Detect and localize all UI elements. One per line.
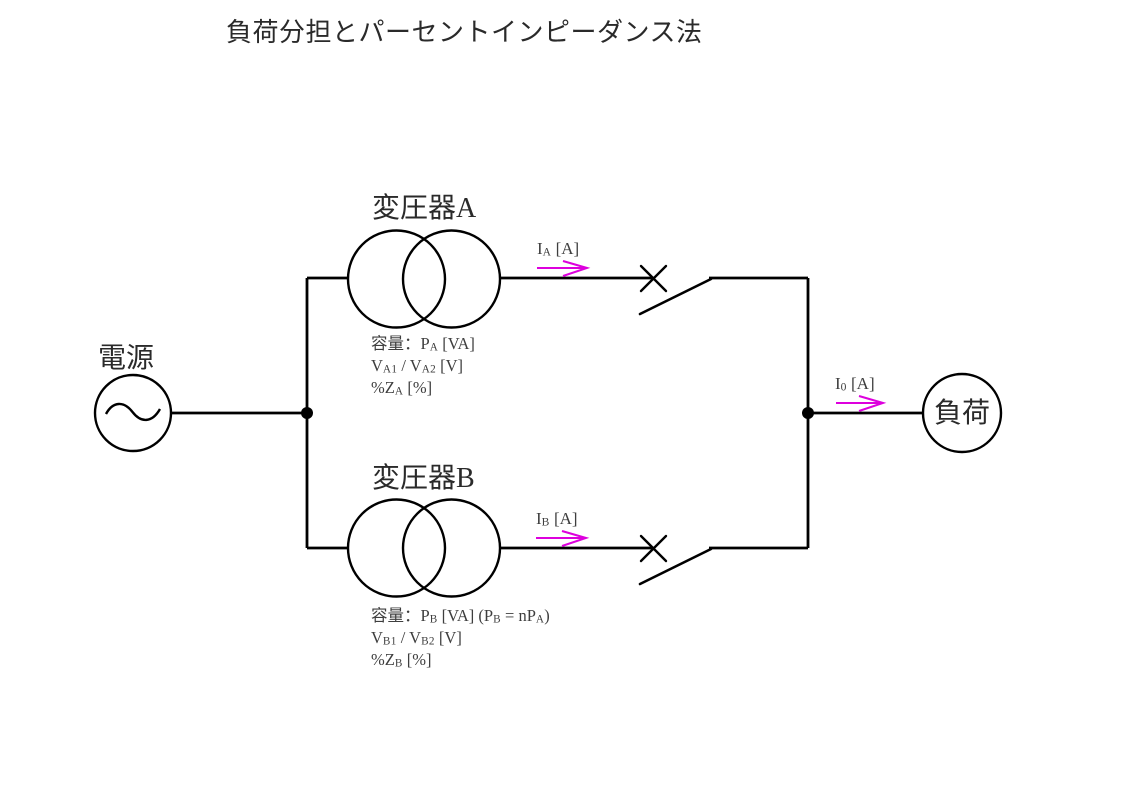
source-symbol: [93, 373, 173, 453]
transformer-a-symbol: [346, 229, 502, 329]
load-circle: [921, 372, 1003, 454]
transformer-b-primary-circle: [346, 498, 447, 598]
switch-a: [638, 264, 713, 316]
source-label: 電源: [98, 343, 155, 374]
junction-dot-left: [301, 407, 313, 419]
text-segment: V: [371, 356, 383, 375]
current-arrow-out-head: [858, 395, 887, 412]
text-segment: [A]: [846, 374, 875, 393]
switch-a-contact-x-icon: [639, 264, 668, 293]
load-label: 負荷: [934, 398, 991, 429]
current-arrow-b-head: [561, 530, 590, 547]
current-arrow-b: [536, 530, 590, 547]
current-arrow-out: [836, 395, 887, 412]
subscript: B: [541, 515, 550, 529]
text-segment: I: [537, 239, 543, 258]
subscript: B2: [421, 635, 435, 648]
text-segment: 容量：P: [371, 334, 430, 353]
transformer-a-spec-capacity: 容量：PA [VA]: [371, 333, 475, 355]
text-segment: / V: [396, 628, 422, 647]
transformer-b-symbol: [346, 498, 502, 598]
subscript: A: [542, 245, 552, 259]
subscript: A1: [382, 363, 398, 376]
current-out-label: I0 [A]: [835, 374, 875, 394]
text-segment: I: [536, 509, 542, 528]
subscript: A: [394, 385, 404, 398]
text-segment: %Z: [371, 378, 395, 397]
current-arrow-a-head: [562, 260, 591, 277]
sine-wave-icon: [104, 402, 162, 422]
subscript: A: [535, 613, 545, 626]
transformer-a-spec-voltage: VA1 / VA2 [V]: [371, 355, 475, 377]
text-segment: = nP: [500, 606, 536, 625]
switch-b-blade: [638, 547, 713, 586]
transformer-b-secondary-circle: [401, 498, 502, 598]
transformer-b-spec-voltage: VB1 / VB2 [V]: [371, 627, 550, 649]
text-segment: [A]: [549, 509, 578, 528]
transformer-a-label: 変圧器A: [372, 193, 477, 224]
transformer-b-spec-impedance: %ZB [%]: [371, 649, 550, 671]
text-segment: [V]: [434, 628, 462, 647]
subscript: B1: [382, 635, 397, 648]
junction-dot-right: [802, 407, 814, 419]
subscript: 0: [840, 380, 847, 394]
transformer-b-label: 変圧器B: [372, 463, 475, 494]
source-circle: [93, 373, 173, 453]
transformer-b-spec-capacity: 容量：PB [VA] (PB = nPA): [371, 605, 550, 627]
subscript: A2: [421, 363, 436, 376]
subscript: B: [493, 613, 501, 626]
text-segment: I: [835, 374, 841, 393]
text-segment: V: [371, 628, 383, 647]
switch-b-contact-x-icon: [639, 534, 668, 563]
subscript: B: [429, 613, 438, 626]
transformer-b-specs: 容量：PB [VA] (PB = nPA) VB1 / VB2 [V] %ZB …: [371, 605, 550, 671]
text-segment: [VA] (P: [437, 606, 494, 625]
subscript: B: [394, 657, 403, 670]
text-segment: %Z: [371, 650, 395, 669]
text-segment: / V: [397, 356, 422, 375]
current-arrow-a: [537, 260, 591, 277]
page-title: 負荷分担とパーセントインピーダンス法: [226, 18, 703, 47]
switch-b: [638, 534, 713, 586]
transformer-a-specs: 容量：PA [VA] VA1 / VA2 [V] %ZA [%]: [371, 333, 475, 399]
text-segment: [V]: [436, 356, 464, 375]
switch-a-blade: [638, 277, 713, 316]
transformer-a-spec-impedance: %ZA [%]: [371, 377, 475, 399]
text-segment: [VA]: [438, 334, 475, 353]
text-segment: [%]: [402, 650, 432, 669]
transformer-a-primary-circle: [346, 229, 447, 329]
current-b-label: IB [A]: [536, 509, 578, 529]
current-a-label: IA [A]: [537, 239, 579, 259]
text-segment: 容量：P: [371, 606, 430, 625]
text-segment: [A]: [551, 239, 580, 258]
transformer-a-secondary-circle: [401, 229, 502, 329]
text-segment: ): [544, 606, 550, 625]
text-segment: [%]: [403, 378, 433, 397]
subscript: A: [429, 341, 439, 354]
